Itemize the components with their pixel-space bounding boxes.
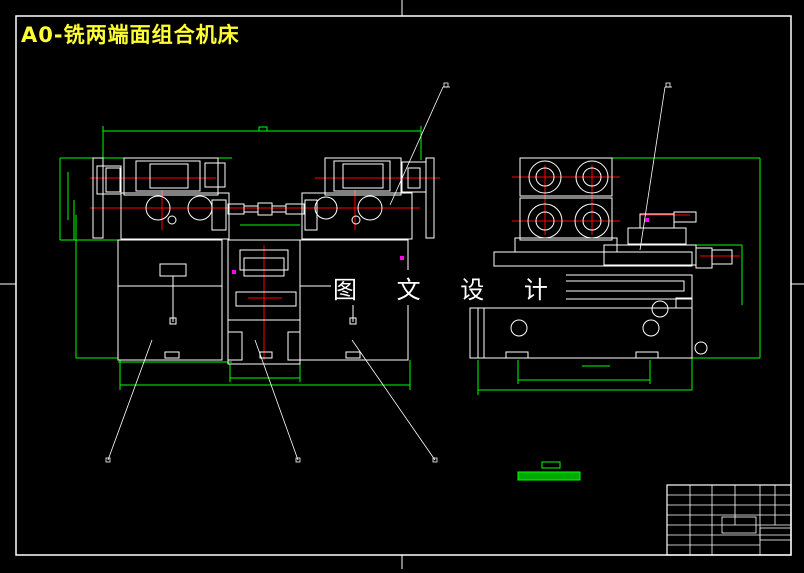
watermark-text: 图 文 设 计 bbox=[331, 270, 566, 305]
side-view bbox=[469, 157, 761, 481]
front-centerlines bbox=[90, 177, 440, 360]
scale-bar bbox=[517, 461, 581, 481]
title-block bbox=[666, 484, 792, 556]
magenta-markers bbox=[232, 218, 649, 274]
leader-markers bbox=[105, 82, 671, 463]
drawing-title: A0-铣两端面组合机床 bbox=[21, 23, 240, 47]
side-centerlines bbox=[494, 165, 740, 276]
side-outlines bbox=[469, 157, 733, 359]
side-dimensions bbox=[477, 157, 761, 395]
front-outlines bbox=[92, 157, 435, 365]
front-view bbox=[59, 126, 440, 390]
leader-lines bbox=[107, 86, 672, 461]
